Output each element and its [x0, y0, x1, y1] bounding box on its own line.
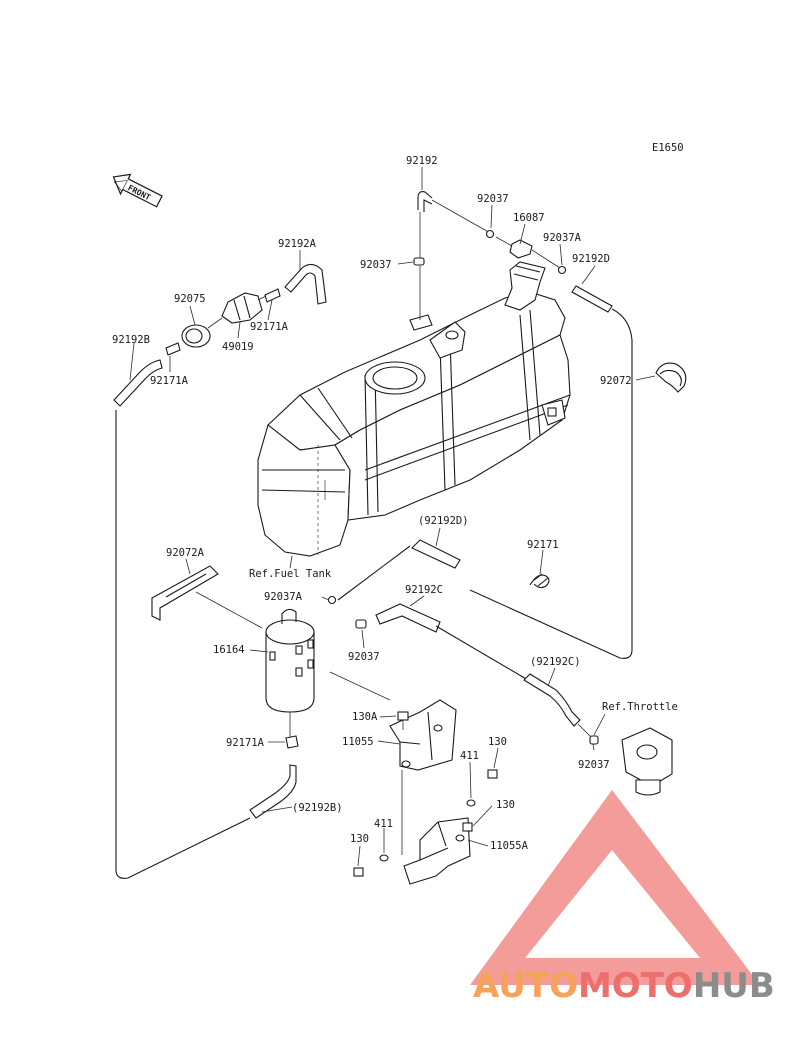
filter-49019 [207, 292, 267, 329]
watermark-text: AUTOMOTOHUB [473, 966, 775, 1006]
hose-92192C [375, 603, 529, 681]
hose-92192D-mid [337, 539, 461, 601]
label-ref-fuel-tank: Ref.Fuel Tank [249, 568, 332, 580]
front-arrow-icon: FRONT [112, 173, 163, 208]
label-92192C-paren: (92192C) [530, 656, 581, 668]
label-92192D-top: 92192D [572, 253, 610, 265]
bolt-130-right [487, 769, 498, 779]
label-92192C: 92192C [405, 584, 443, 596]
label-49019: 49019 [222, 341, 254, 353]
clamp-92037-top [485, 229, 495, 239]
clamp-92171A-low [285, 735, 299, 749]
leader-lines [129, 167, 656, 867]
clamp-92171A-left [165, 342, 181, 356]
band-92072 [655, 362, 687, 393]
label-92171: 92171 [527, 539, 559, 551]
clamp-92037A-mid [327, 595, 337, 605]
hose-92192D-top [469, 285, 633, 659]
hose-92192C-low [523, 673, 595, 741]
bracket-11055 [389, 699, 457, 771]
label-130-mid: 130 [496, 799, 515, 811]
hose-92192A [284, 263, 327, 305]
label-92192D-paren: (92192D) [418, 515, 469, 527]
label-92072: 92072 [600, 375, 632, 387]
diagram-code: E1650 [652, 142, 684, 154]
label-130A: 130A [352, 711, 378, 723]
label-411-left: 411 [374, 818, 393, 830]
label-92171A-left: 92171A [150, 375, 189, 387]
hose-92192B-low [249, 764, 297, 819]
bracket-11055A [403, 817, 471, 885]
label-92037-mid: 92037 [348, 651, 380, 663]
label-130-left: 130 [350, 833, 369, 845]
strap-92072A [151, 565, 219, 621]
label-16164: 16164 [213, 644, 245, 656]
bolt-130-left [353, 867, 364, 877]
label-92075: 92075 [174, 293, 206, 305]
fuel-tank [257, 261, 571, 557]
bolt-130-mid [462, 822, 473, 832]
label-11055A: 11055A [490, 840, 529, 852]
label-92037A-mid: 92037A [264, 591, 303, 603]
label-92171A-mid: 92171A [250, 321, 289, 333]
hose-92192B-top [113, 359, 251, 879]
label-92192B-paren: (92192B) [292, 802, 343, 814]
valve-16087 [495, 236, 561, 269]
label-92037-top: 92037 [477, 193, 509, 205]
label-92037-right: 92037 [578, 759, 610, 771]
label-16087: 16087 [513, 212, 545, 224]
clip-92171 [529, 573, 550, 589]
label-92192A: 92192A [278, 238, 317, 250]
watermark-auto: AUTO [473, 966, 578, 1006]
washer-411-left [379, 854, 389, 862]
clamp-92171A-mid [264, 288, 281, 303]
label-92192: 92192 [406, 155, 438, 167]
clamp-92075 [181, 324, 211, 348]
clamp-92037A-top [557, 265, 567, 275]
label-92192B-top: 92192B [112, 334, 150, 346]
watermark-moto: MOTO [578, 966, 693, 1006]
label-411-right: 411 [460, 750, 479, 762]
canister-16164 [265, 608, 315, 738]
clamp-92037-left [413, 257, 425, 266]
label-92072A: 92072A [166, 547, 205, 559]
bolt-130A [397, 711, 409, 730]
svg-text:AUTOMOTOHUB: AUTOMOTOHUB [473, 966, 775, 1006]
label-130-right: 130 [488, 736, 507, 748]
washer-411-right [466, 799, 476, 807]
label-92037-left: 92037 [360, 259, 392, 271]
label-ref-throttle: Ref.Throttle [602, 701, 678, 713]
part-labels: E1650 92192 92037 16087 92037A 92192D 92… [112, 142, 684, 852]
watermark-hub: HUB [693, 966, 775, 1006]
clamp-92037-mid [355, 619, 367, 629]
throttle-body [621, 727, 673, 796]
watermark-logo [470, 790, 760, 985]
label-92037A-top: 92037A [543, 232, 582, 244]
label-11055: 11055 [342, 736, 374, 748]
label-92171A-low: 92171A [226, 737, 265, 749]
hose-92192 [417, 191, 493, 262]
clamp-92037-right [589, 735, 599, 745]
